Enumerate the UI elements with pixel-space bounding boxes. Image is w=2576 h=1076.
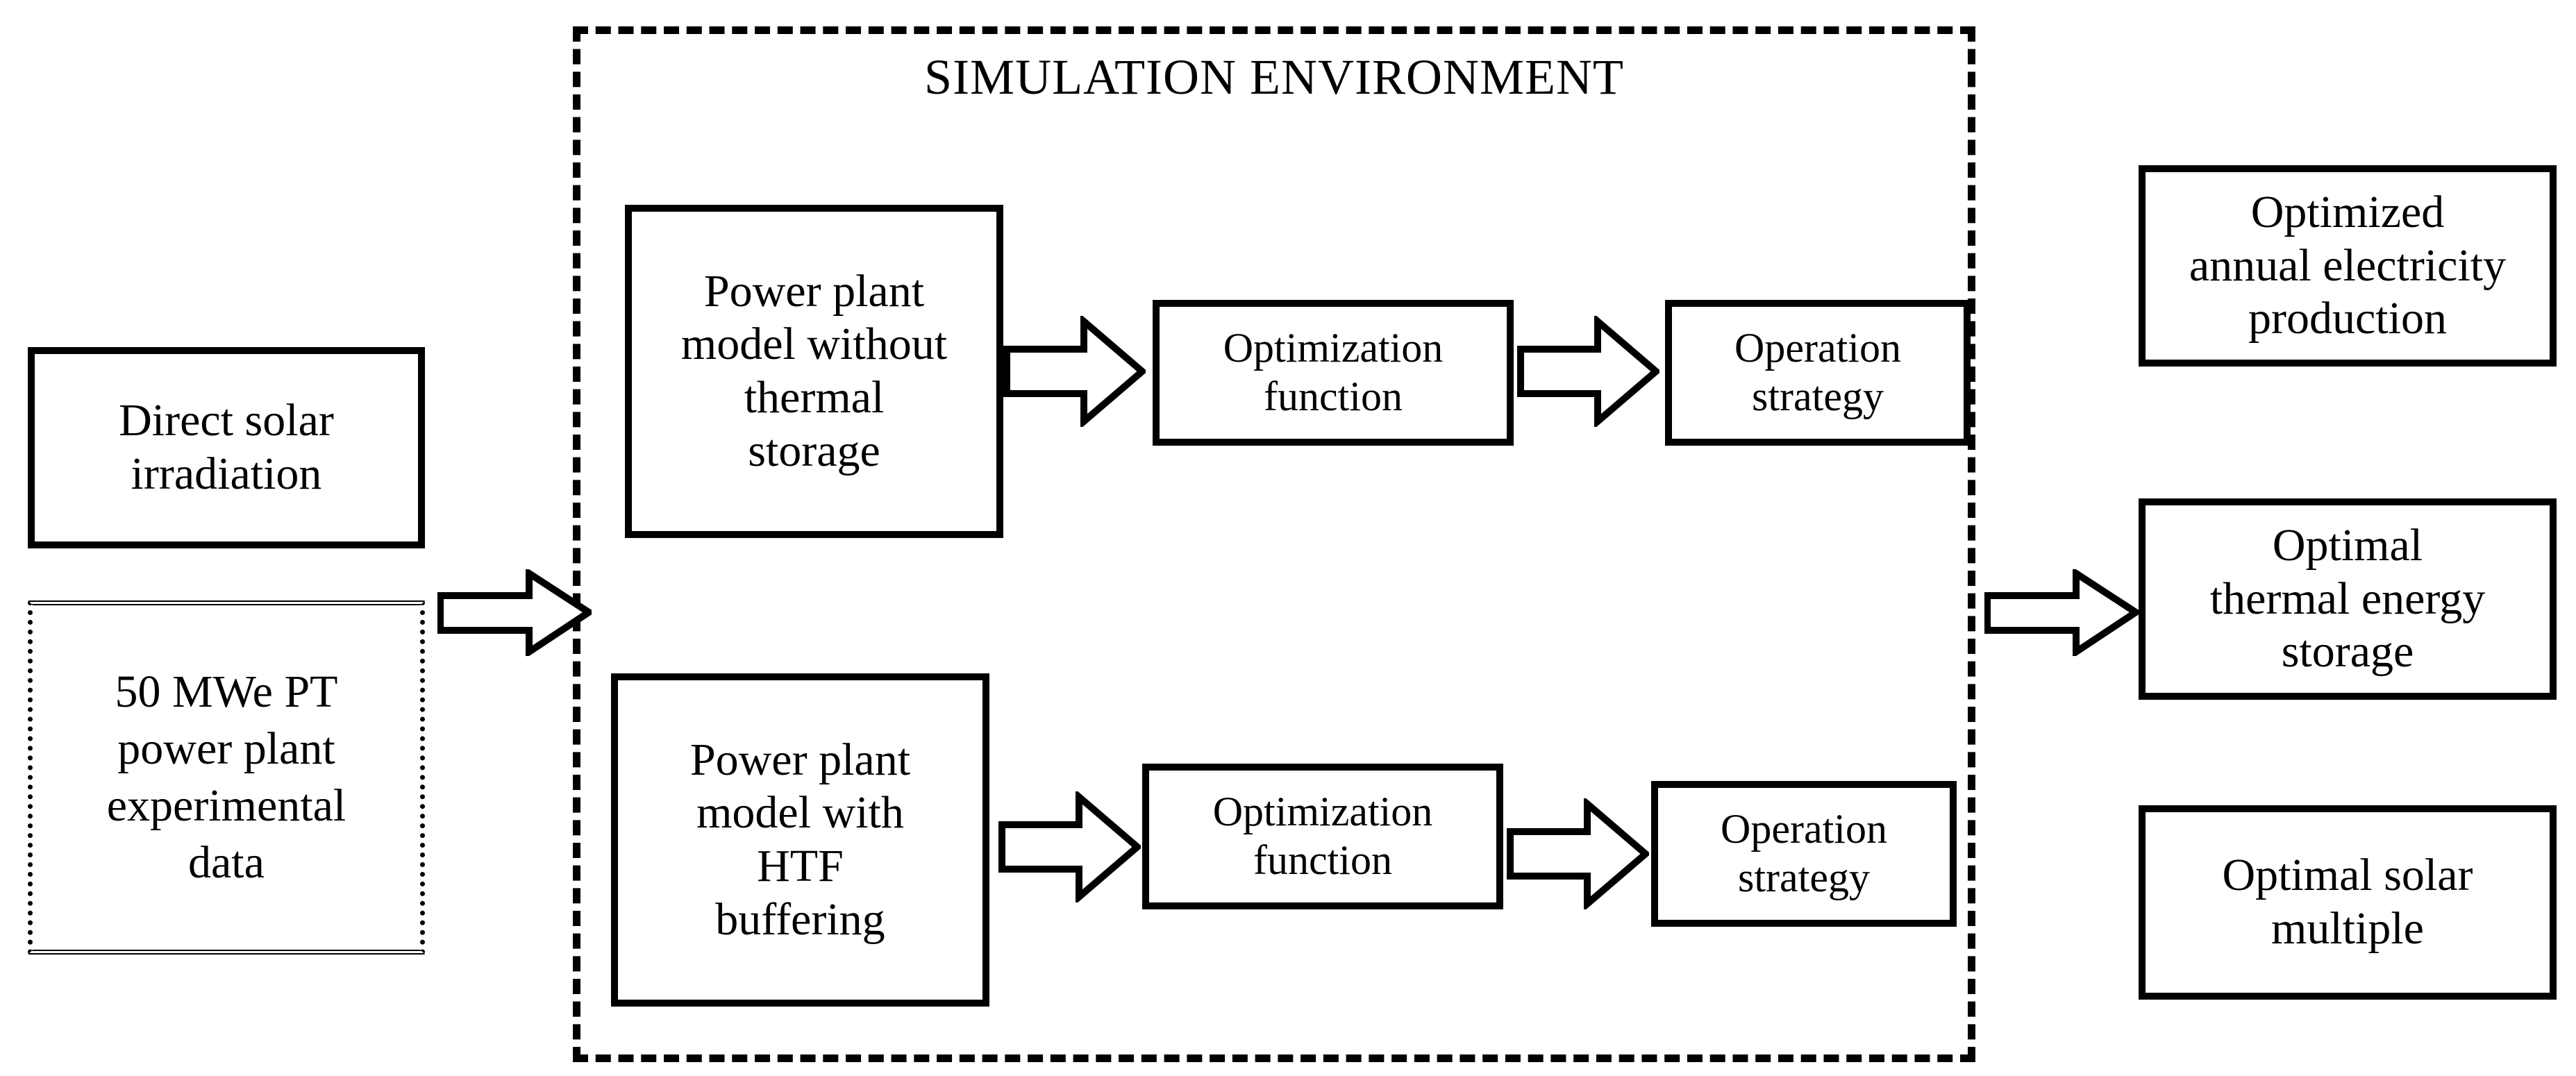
arrow-inputs-to-simulation <box>437 569 592 656</box>
input-datastore-plant-experimental-data: 50 MWe PT power plant experimental data <box>28 600 425 955</box>
electricity-line-2: annual electricity <box>2189 239 2507 291</box>
output-label-solar-multiple: Optimal solar multiple <box>2212 849 2482 955</box>
bottom-model-line-2: model with <box>696 787 904 839</box>
arrow-top-model-to-optimization <box>1003 316 1146 427</box>
electricity-line-1: Optimized <box>2250 187 2445 238</box>
top-model-line-1: Power plant <box>703 265 925 317</box>
electricity-line-3: production <box>2248 293 2447 344</box>
bottom-operation-line-1: Operation <box>1721 806 1887 852</box>
solar-line-2: irradiation <box>131 448 322 499</box>
plant-data-line-1: 50 MWe PT <box>115 666 338 718</box>
output-box-optimal-thermal-energy-storage: Optimal thermal energy storage <box>2139 498 2557 700</box>
top-optimization-line-2: function <box>1264 373 1403 419</box>
optimization-box-top: Optimization function <box>1153 300 1514 446</box>
output-box-optimal-solar-multiple: Optimal solar multiple <box>2139 805 2557 1000</box>
storage-line-2: thermal energy <box>2209 573 2486 624</box>
input-label-direct-solar-irradiation: Direct solar irradiation <box>109 394 344 501</box>
multiple-line-2: multiple <box>2271 903 2424 954</box>
input-label-plant-experimental-data: 50 MWe PT power plant experimental data <box>96 664 358 891</box>
multiple-line-1: Optimal solar <box>2222 850 2473 901</box>
operation-label-top: Operation strategy <box>1725 324 1911 421</box>
top-optimization-line-1: Optimization <box>1223 325 1444 371</box>
arrow-simulation-to-outputs <box>1984 569 2139 656</box>
model-box-with-htf-buffering: Power plant model with HTF buffering <box>611 673 989 1007</box>
arrow-top-optimization-to-operation <box>1517 316 1659 427</box>
operation-label-bottom: Operation strategy <box>1711 805 1897 902</box>
storage-line-1: Optimal <box>2272 520 2423 571</box>
storage-line-3: storage <box>2281 626 2414 678</box>
optimization-box-bottom: Optimization function <box>1142 764 1503 909</box>
output-label-thermal-energy-storage: Optimal thermal energy storage <box>2200 519 2495 679</box>
top-model-line-4: storage <box>748 425 880 476</box>
model-label-with-htf-buffering: Power plant model with HTF buffering <box>680 734 920 946</box>
bottom-optimization-line-1: Optimization <box>1212 789 1433 835</box>
optimization-label-top: Optimization function <box>1214 324 1453 421</box>
operation-box-top: Operation strategy <box>1665 300 1971 446</box>
simulation-environment-container <box>573 26 1975 1062</box>
output-box-optimized-annual-electricity-production: Optimized annual electricity production <box>2139 165 2557 367</box>
plant-data-line-2: power plant <box>117 723 335 775</box>
model-box-without-thermal-storage: Power plant model without thermal storag… <box>625 205 1003 538</box>
arrow-bottom-model-to-optimization <box>998 791 1141 902</box>
simulation-environment-title: SIMULATION ENVIRONMENT <box>924 49 1624 105</box>
bottom-model-line-4: buffering <box>715 893 885 945</box>
bottom-optimization-line-2: function <box>1253 837 1392 883</box>
operation-box-bottom: Operation strategy <box>1651 781 1957 927</box>
plant-data-line-4: data <box>188 837 265 888</box>
output-label-electricity-production: Optimized annual electricity production <box>2180 186 2516 346</box>
arrow-bottom-optimization-to-operation <box>1507 798 1649 909</box>
input-box-direct-solar-irradiation: Direct solar irradiation <box>28 347 425 548</box>
top-operation-line-1: Operation <box>1734 325 1901 371</box>
bottom-operation-line-2: strategy <box>1738 855 1870 900</box>
bottom-model-line-3: HTF <box>757 841 844 891</box>
optimization-label-bottom: Optimization function <box>1203 788 1443 884</box>
bottom-model-line-1: Power plant <box>689 734 911 785</box>
solar-line-1: Direct solar <box>119 395 334 446</box>
top-operation-line-2: strategy <box>1752 373 1884 419</box>
top-model-line-3: thermal <box>744 372 885 423</box>
plant-data-line-3: experimental <box>106 780 346 831</box>
model-label-without-thermal-storage: Power plant model without thermal storag… <box>671 265 957 478</box>
top-model-line-2: model without <box>680 319 948 370</box>
